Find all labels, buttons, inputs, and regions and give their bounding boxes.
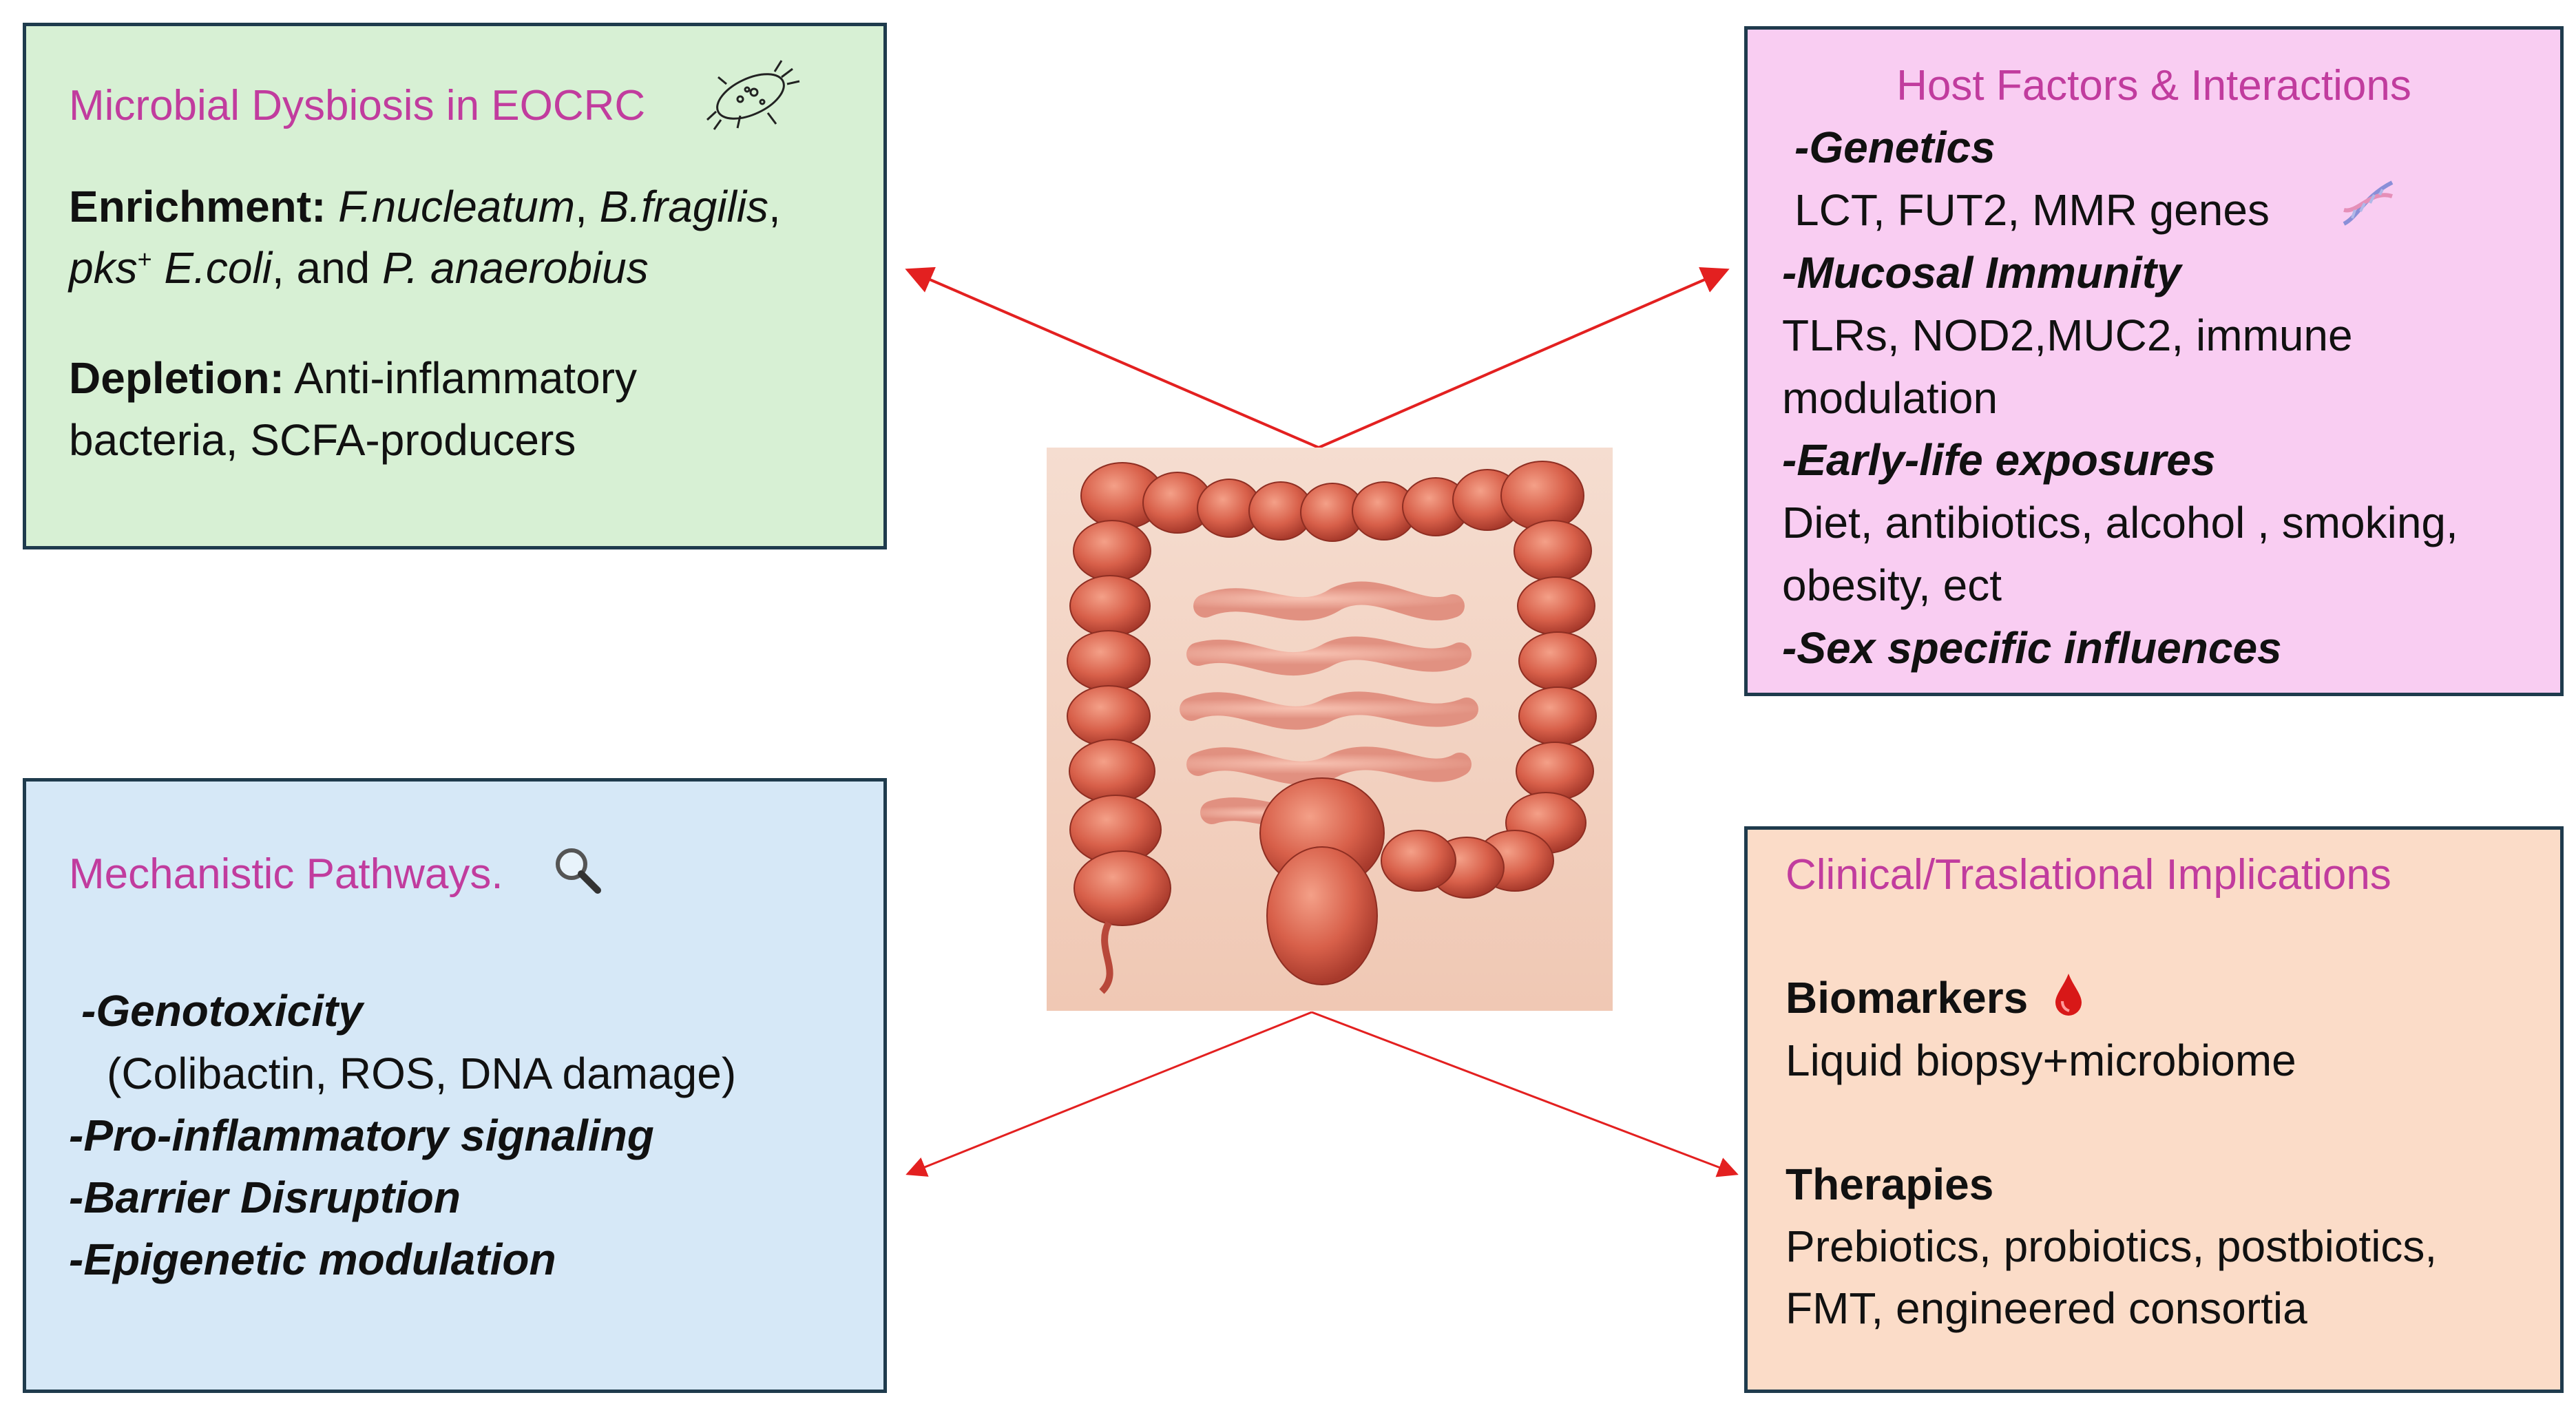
pro-inflammatory-item: -Pro-inflammatory signaling bbox=[69, 1110, 654, 1160]
dna-icon bbox=[2343, 180, 2394, 226]
clinical-title: Clinical/Traslational Implications bbox=[1786, 851, 2391, 899]
clinical-box: Clinical/Traslational Implications Bioma… bbox=[1744, 826, 2564, 1393]
colon-drawing bbox=[1067, 461, 1597, 994]
arrow-to-host bbox=[1318, 267, 1730, 449]
barrier-disruption-item: -Barrier Disruption bbox=[69, 1173, 461, 1223]
enrichment-and: , and bbox=[271, 243, 383, 293]
host-title: Host Factors & Interactions bbox=[1896, 62, 2411, 109]
biomarkers-row: Biomarkers bbox=[1786, 967, 2526, 1029]
arrow-to-clinical bbox=[1311, 1011, 1739, 1177]
enrichment-pks: pks bbox=[69, 243, 138, 293]
genetics-heading: -Genetics bbox=[1794, 123, 1996, 173]
mechanistic-title-row: Mechanistic Pathways. bbox=[69, 842, 842, 904]
genotoxicity-heading: -Genotoxicity bbox=[81, 986, 363, 1036]
mechanistic-box: Mechanistic Pathways. -Genotoxicity (Col… bbox=[23, 778, 887, 1393]
enrichment-bfragilis: B.fragilis bbox=[599, 181, 769, 231]
enrichment-panaerobius: P. anaerobius bbox=[382, 243, 649, 293]
enrichment-sep-1: , bbox=[575, 181, 600, 231]
enrichment-ecoli: E.coli bbox=[151, 243, 272, 293]
depletion-line-2: bacteria, SCFA-producers bbox=[69, 415, 576, 465]
dysbiosis-title: Microbial Dysbiosis in EOCRC bbox=[69, 82, 646, 129]
enrichment-line-1: Enrichment: F.nucleatum, B.fragilis, bbox=[69, 176, 842, 238]
biomarkers-text: Liquid biopsy+microbiome bbox=[1786, 1035, 2296, 1085]
epigenetic-modulation-item: -Epigenetic modulation bbox=[69, 1235, 556, 1285]
depletion-text-1: Anti-inflammatory bbox=[284, 353, 638, 403]
depletion-line-1: Depletion: Anti-inflammatory bbox=[69, 348, 842, 410]
enrichment-line-2: pks+ E.coli, and P. anaerobius bbox=[69, 238, 842, 300]
arrow-to-dysbiosis bbox=[905, 266, 1319, 449]
therapies-text-1: Prebiotics, probiotics, postbiotics, bbox=[1786, 1222, 2438, 1272]
therapies-heading: Therapies bbox=[1786, 1159, 1994, 1209]
dysbiosis-title-row: Microbial Dysbiosis in EOCRC bbox=[69, 60, 842, 136]
enrichment-sep-2: , bbox=[768, 181, 781, 231]
therapies-text-2: FMT, engineered consortia bbox=[1786, 1283, 2307, 1334]
immunity-text-2: modulation bbox=[1782, 373, 1998, 423]
arrow-to-mechanistic bbox=[905, 1011, 1312, 1177]
biomarkers-heading: Biomarkers bbox=[1786, 973, 2029, 1023]
genetics-row: LCT, FUT2, MMR genes bbox=[1782, 179, 2526, 242]
sex-heading: -Sex specific influences bbox=[1782, 623, 2282, 673]
depletion-label: Depletion: bbox=[69, 353, 284, 403]
immunity-heading: -Mucosal Immunity bbox=[1782, 247, 2181, 297]
early-life-text-2: obesity, ect bbox=[1782, 560, 2002, 611]
colon-illustration bbox=[1047, 448, 1613, 1011]
genotoxicity-text: (Colibactin, ROS, DNA damage) bbox=[107, 1048, 737, 1098]
host-factors-box: Host Factors & Interactions -Genetics LC… bbox=[1744, 26, 2564, 696]
dysbiosis-box: Microbial Dysbiosis in EOCRC Enrichment:… bbox=[23, 23, 887, 549]
early-life-heading: -Early-life exposures bbox=[1782, 435, 2216, 485]
genetics-text: LCT, FUT2, MMR genes bbox=[1794, 185, 2270, 235]
enrichment-fnucleatum: F.nucleatum bbox=[338, 181, 576, 231]
blood-drop-icon bbox=[2055, 973, 2082, 1016]
enrichment-label: Enrichment: bbox=[69, 181, 326, 231]
bacterium-icon bbox=[706, 60, 800, 130]
mechanistic-title: Mechanistic Pathways. bbox=[69, 850, 503, 898]
early-life-text-1: Diet, antibiotics, alcohol , smoking, bbox=[1782, 498, 2458, 548]
enrichment-pks-sup: + bbox=[137, 245, 152, 274]
immunity-text-1: TLRs, NOD2,MUC2, immune bbox=[1782, 310, 2353, 360]
magnifier-icon bbox=[556, 848, 602, 894]
